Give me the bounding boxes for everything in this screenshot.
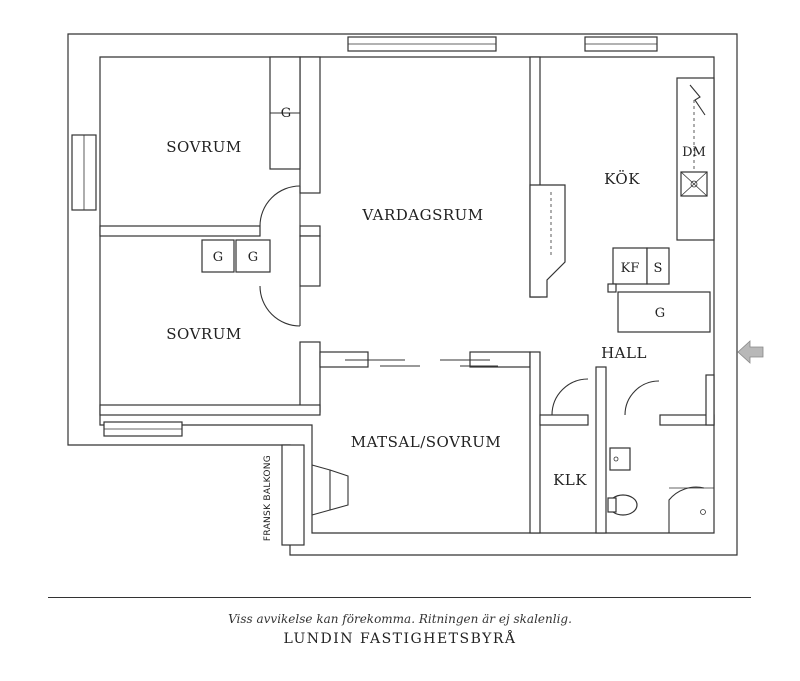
door-klk: [551, 378, 589, 416]
fixture-label-g-hall: G: [655, 306, 665, 321]
closet-hall: [617, 291, 711, 333]
footer-divider: [48, 597, 751, 598]
outer-wall: [67, 33, 738, 556]
room-label-klk: KLK: [553, 471, 587, 489]
fixture-label-g-mid-2: G: [248, 250, 258, 265]
french-balcony: [281, 444, 305, 546]
storage-cabinet: [646, 247, 670, 285]
door-wc: [624, 380, 660, 416]
room-label-kok: KÖK: [604, 170, 640, 188]
door-sovrum-bottom: [259, 285, 301, 327]
closet-mid-1: [201, 239, 235, 273]
entrance-arrow-icon: [737, 340, 764, 364]
door-sovrum-top: [259, 185, 301, 227]
closet-mid-2: [235, 239, 271, 273]
fixture-label-s: S: [654, 261, 663, 276]
room-label-sovrum-bottom: SOVRUM: [166, 325, 241, 343]
room-label-vardagsrum: VARDAGSRUM: [361, 206, 483, 224]
fixture-label-kf: KF: [621, 261, 640, 276]
shower: [668, 486, 705, 533]
kitchen-counter-left: [529, 184, 566, 298]
fixture-label-g-top: G: [281, 106, 291, 121]
floor-plan: SOVRUM SOVRUM VARDAGSRUM KÖK HALL MATSAL…: [67, 33, 764, 556]
fixture-label-g-mid-1: G: [213, 250, 223, 265]
fixture-label-dm: DM: [682, 145, 706, 160]
footer-disclaimer: Viss avvikelse kan förekomma. Ritningen …: [228, 612, 572, 626]
footer-company-name: LUNDIN FASTIGHETSBYRÅ: [283, 631, 517, 647]
room-label-matsal: MATSAL/SOVRUM: [351, 433, 501, 451]
sink: [609, 447, 631, 471]
room-label-balcony: FRANSK BALKONG: [263, 455, 273, 541]
room-label-sovrum-top: SOVRUM: [166, 138, 241, 156]
kitchen-counter-right: [676, 77, 715, 241]
room-label-hall: HALL: [601, 344, 647, 362]
